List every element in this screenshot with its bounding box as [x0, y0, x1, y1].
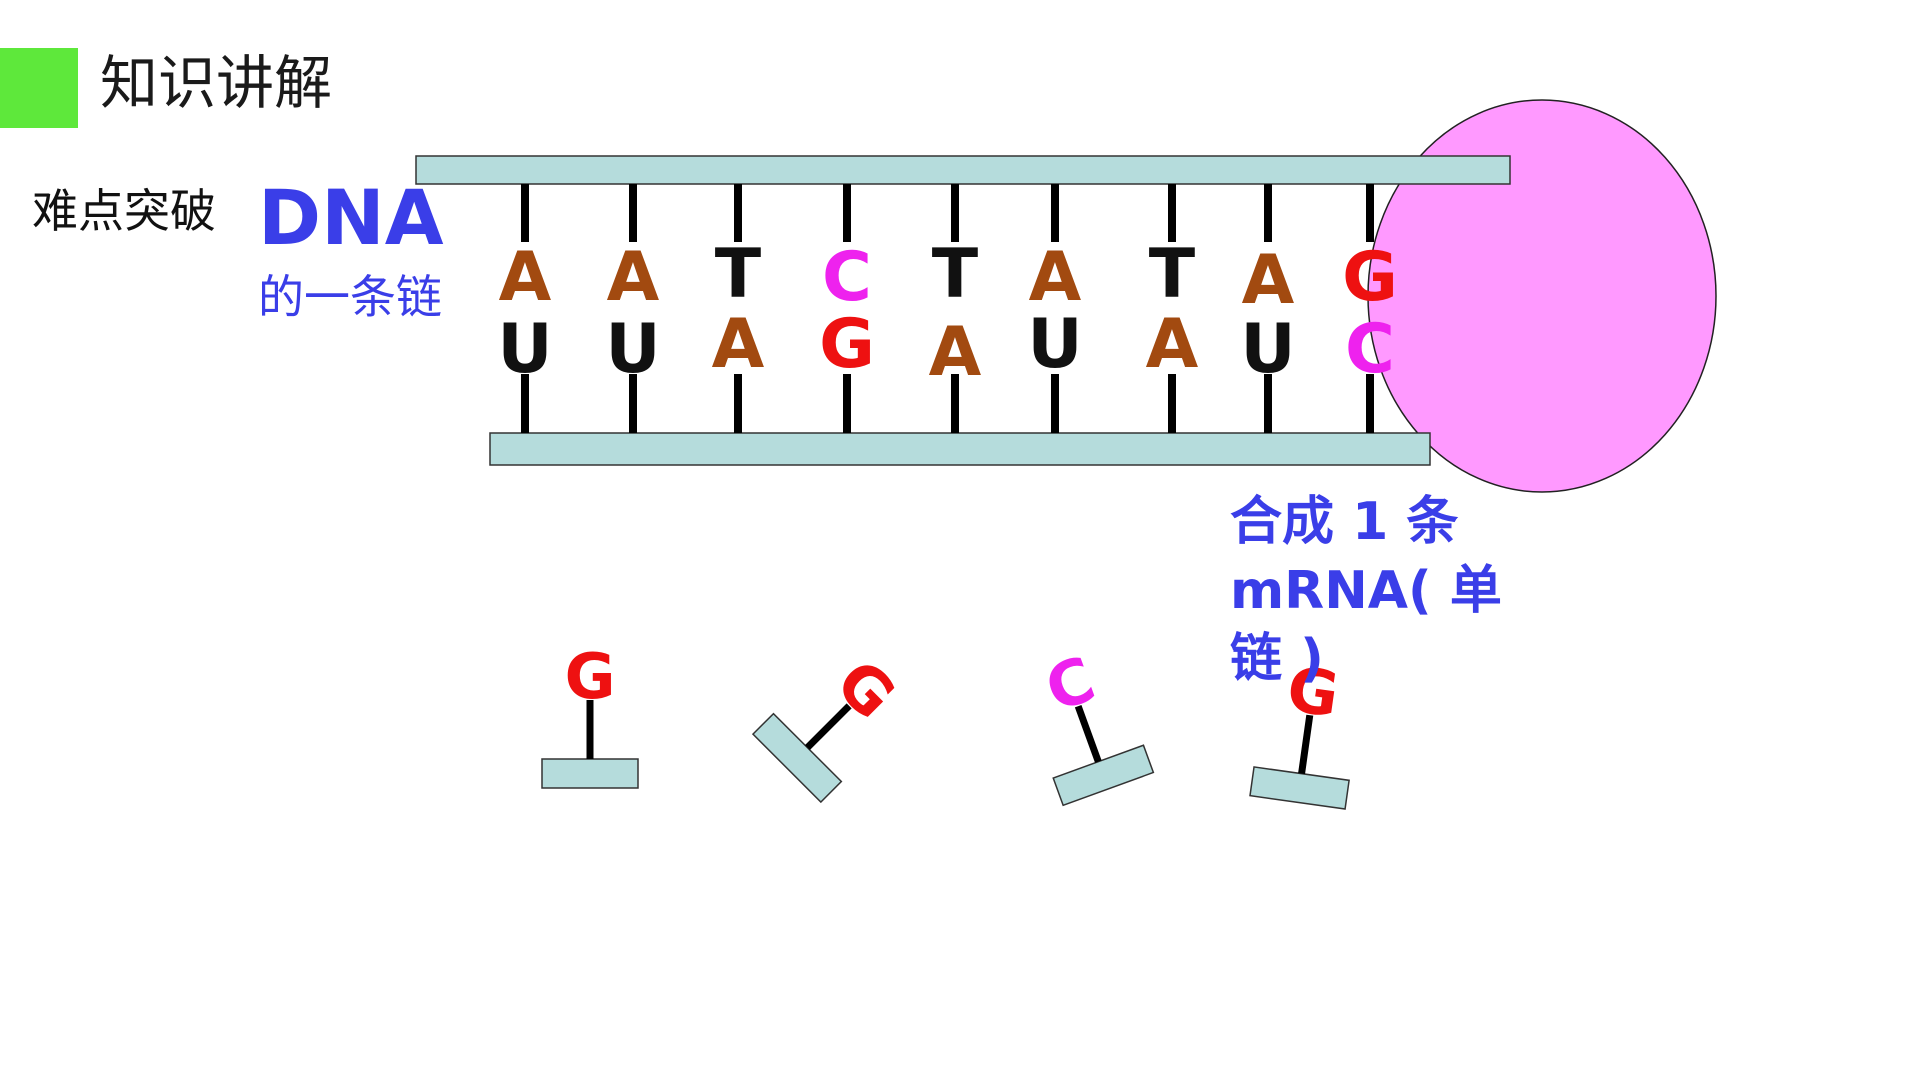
- free-nucleotide: G: [1249, 652, 1350, 810]
- free-nucleotide: C: [1036, 642, 1155, 807]
- nucleotide-base: G: [1283, 652, 1344, 731]
- nucleotide-base: G: [565, 640, 616, 713]
- dna-label: DNA: [258, 173, 444, 262]
- mrna-base: G: [819, 305, 875, 384]
- dna-base: G: [1342, 238, 1398, 317]
- mrna-base: A: [1146, 305, 1199, 384]
- nucleotide-sugar: [1052, 744, 1155, 807]
- mrna-base: A: [712, 305, 765, 384]
- mrna-backbone: [489, 432, 1431, 466]
- dna-base: T: [932, 235, 979, 314]
- dna-base: T: [1149, 235, 1196, 314]
- mrna-base: U: [605, 310, 660, 389]
- mrna-base: U: [1027, 305, 1082, 384]
- accent-block: [0, 48, 78, 128]
- nucleotide-sugar: [1249, 766, 1350, 810]
- mrna-base: C: [1345, 310, 1395, 389]
- nucleotide-stem: [804, 703, 852, 751]
- mrna-label: 合成 1 条 mRNA( 单链 ): [1230, 492, 1502, 690]
- nucleotide-stem: [1074, 705, 1102, 763]
- dna-base: A: [607, 238, 660, 317]
- dna-base: A: [1029, 238, 1082, 317]
- dna-base: A: [499, 238, 552, 317]
- nucleotide-base: C: [1036, 642, 1104, 726]
- dna-backbone: [415, 155, 1511, 185]
- mrna-base: U: [497, 310, 552, 389]
- strand-label: 的一条链: [258, 270, 442, 324]
- nucleotide-stem: [1298, 714, 1314, 775]
- rna-polymerase: [1367, 99, 1717, 493]
- mrna-base: A: [929, 313, 982, 392]
- dna-base: A: [1242, 241, 1295, 320]
- free-nucleotide: G: [751, 645, 910, 804]
- dna-base: T: [715, 235, 762, 314]
- nucleotide-sugar: [541, 758, 639, 789]
- section-subtitle: 难点突破: [32, 184, 216, 238]
- free-nucleotide: G: [541, 640, 639, 789]
- page-title: 知识讲解: [100, 49, 333, 117]
- dna-base: C: [822, 238, 872, 317]
- mrna-base: U: [1240, 310, 1295, 389]
